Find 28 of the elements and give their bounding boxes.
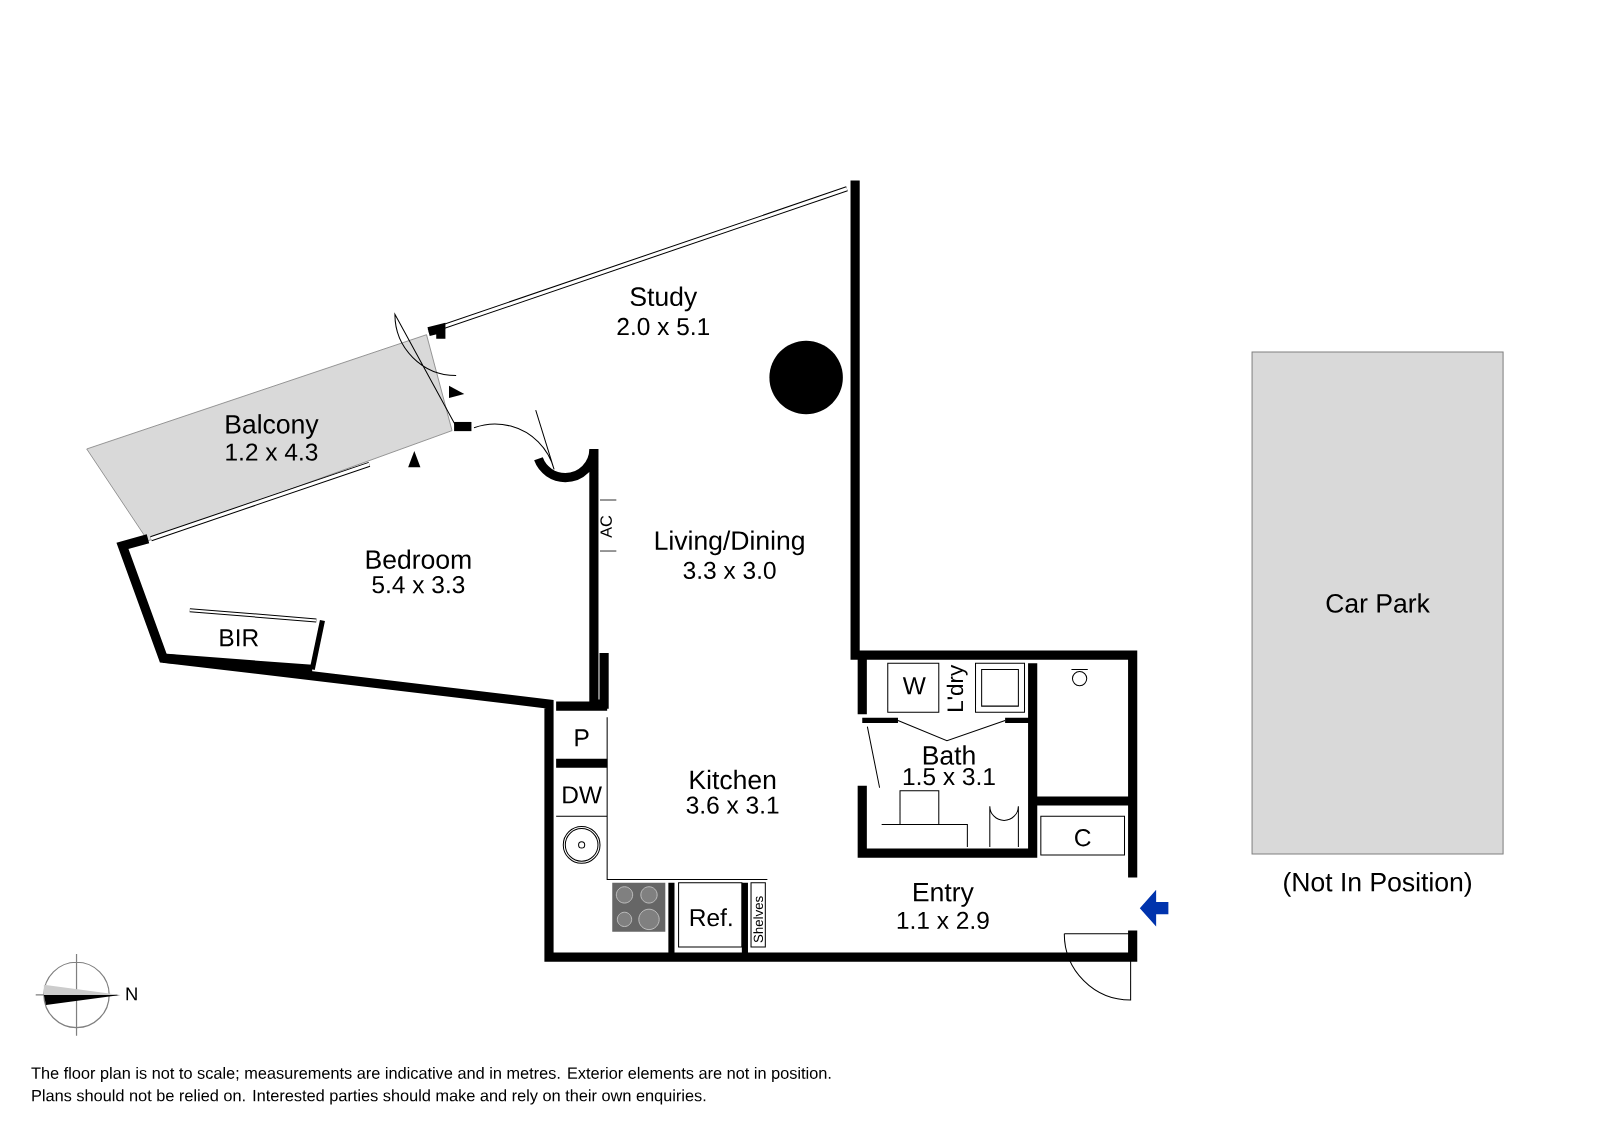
room-name: Entry <box>914 883 974 907</box>
fixture-label: Ref. <box>690 908 732 927</box>
area-note: (Not In Position) <box>1284 872 1471 897</box>
room-size: 2.0 x 5.1 <box>617 318 709 336</box>
fixture-label: P <box>575 729 589 747</box>
fixture-label: DW <box>563 786 602 804</box>
parking-area: Car Park <box>1251 351 1504 855</box>
room-name: Study <box>630 286 698 312</box>
fixture-label: BIR <box>220 629 259 647</box>
fixture-label: W <box>902 677 926 695</box>
fixture-label: C <box>1075 829 1091 847</box>
room-size: 1.5 x 3.1 <box>903 768 995 786</box>
room-name: Balcony <box>226 414 319 440</box>
fixture-label: L'dry <box>946 665 968 712</box>
room-size: 1.2 x 4.3 <box>226 443 318 461</box>
room-name: Bath <box>923 745 975 766</box>
room-size: 5.4 x 3.3 <box>372 576 465 594</box>
disclaimer-note: The floor plan is not to scale; measurements are indicative and in metres. Exterior elements are not in position. <box>31 1067 831 1083</box>
room-size: 3.6 x 3.1 <box>686 796 779 814</box>
room-size: 3.3 x 3.0 <box>683 561 776 580</box>
compass-letter: N <box>126 987 137 1001</box>
room-name: Living/Dining <box>655 530 804 556</box>
fixture-label: Shelves <box>753 896 764 943</box>
disclaimer-note: Plans should not be relied on. Interested parties should make and rely on their own enquiries. <box>32 1089 706 1105</box>
room-name: Bedroom <box>366 549 471 570</box>
fixture-label: AC <box>600 516 612 539</box>
room-name: Kitchen <box>690 770 776 790</box>
room-size: 1.1 x 2.9 <box>897 911 989 930</box>
